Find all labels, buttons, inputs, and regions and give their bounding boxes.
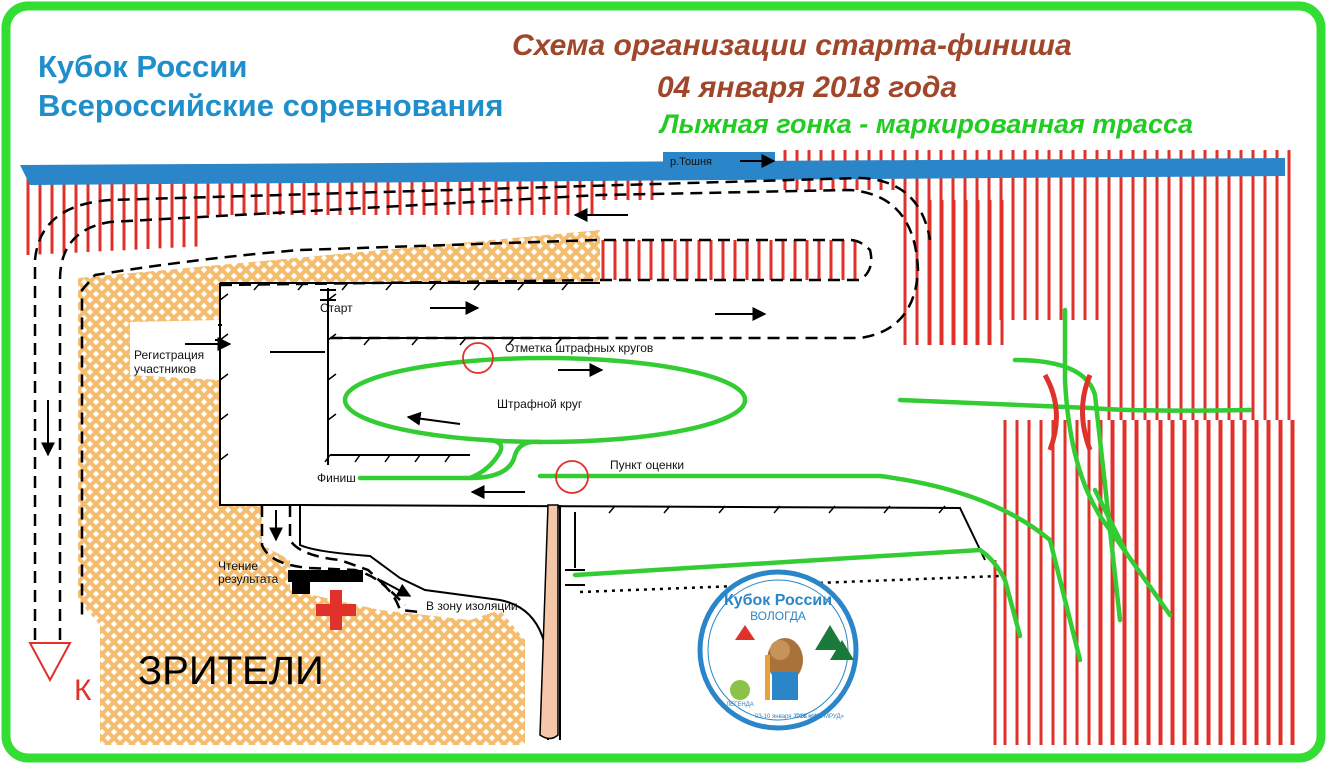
isolation-zone-label: В зону изоляции <box>426 599 518 613</box>
logo-club: ЛЕГЕНДА <box>726 702 754 708</box>
scheme-title: Схема организации старта-финиша <box>512 29 1072 62</box>
corridor-tick <box>608 505 616 514</box>
direction-arrow-icon <box>379 579 412 597</box>
registration-label-line2: участников <box>134 362 196 376</box>
result-board <box>288 570 363 594</box>
mascot-logo-icon: Кубок России ВОЛОГДА ЛЕГЕНДА 03-10 январ… <box>697 569 859 731</box>
corridor-tick <box>555 337 563 346</box>
corridor-tick <box>414 454 421 463</box>
race-type: Лыжная гонка - маркированная трасса <box>658 109 1193 139</box>
river: р.Тошня <box>20 152 1285 185</box>
corridor-ticks <box>219 282 946 514</box>
result-reading-label-line2: результата <box>218 572 279 586</box>
corridor-tick <box>219 373 229 381</box>
start-label: Старт <box>320 301 353 315</box>
control-point-triangle-icon: К <box>28 642 92 707</box>
cup-title: Кубок России <box>38 49 247 84</box>
first-aid-cross-icon <box>316 590 356 630</box>
spectator-area <box>78 230 600 745</box>
corridor-tick <box>385 282 393 291</box>
green-trails <box>342 307 1253 663</box>
start-gates <box>1042 373 1093 451</box>
corridor-tick <box>828 505 836 514</box>
corridor-tick <box>938 505 946 514</box>
penalty-loop-label: Штрафной круг <box>497 397 583 411</box>
corridor-tick <box>297 282 305 291</box>
corridor-tick <box>773 505 781 514</box>
corridor-tick <box>327 413 337 421</box>
penalty-mark-label: Отметка штрафных кругов <box>505 341 653 355</box>
direction-arrow-icon <box>406 411 461 426</box>
corridor-tick <box>459 337 467 346</box>
corridor-tick <box>253 282 261 291</box>
finish-label: Финиш <box>317 471 356 485</box>
corridor-tick <box>324 454 331 463</box>
corridor-tick <box>883 505 891 514</box>
corridor-tick <box>444 454 451 463</box>
result-reading-label-line1: Чтение <box>218 559 258 573</box>
control-letter: К <box>74 674 92 707</box>
logo-venue: СОК «ИЗУМРУД» <box>795 714 845 720</box>
corridor-tick <box>219 413 229 421</box>
corridor-tick <box>384 454 391 463</box>
corridor-tick <box>327 333 337 341</box>
corridor-tick <box>561 282 569 291</box>
corridor-tick <box>219 293 229 301</box>
corridor-tick <box>219 453 229 461</box>
spectators-label: ЗРИТЕЛИ <box>138 649 324 693</box>
assessment-point-circle <box>555 460 589 494</box>
corridor-tick <box>429 282 437 291</box>
corridor-tick <box>507 337 515 346</box>
corridor-tick <box>473 282 481 291</box>
corridor-tick <box>718 505 726 514</box>
approach-path <box>539 504 559 740</box>
penalty-loop <box>342 355 748 445</box>
logo-dates: 03-10 января 2018 года <box>755 714 821 720</box>
corridor-tick <box>663 505 671 514</box>
penalty-mark-circle <box>462 342 494 374</box>
assessment-point-label: Пункт оценки <box>610 458 684 472</box>
check-circles <box>462 342 589 494</box>
corridor-tick <box>341 282 349 291</box>
registration-label-line1: Регистрация <box>134 348 204 362</box>
logo-city: ВОЛОГДА <box>750 609 806 623</box>
logo-top-text: Кубок России <box>724 592 832 609</box>
scheme-date: 04 января 2018 года <box>657 71 957 104</box>
corridor-tick <box>354 454 361 463</box>
competition-title: Всероссийские соревнования <box>38 88 503 123</box>
corridor-tick <box>363 337 371 346</box>
direction-arrows <box>41 208 767 597</box>
corridor-tick <box>327 293 337 301</box>
river-label: р.Тошня <box>670 156 712 168</box>
corridor-tick <box>517 282 525 291</box>
corridor-tick <box>327 373 337 381</box>
corridor-tick <box>411 337 419 346</box>
corridor-tick <box>219 333 229 341</box>
